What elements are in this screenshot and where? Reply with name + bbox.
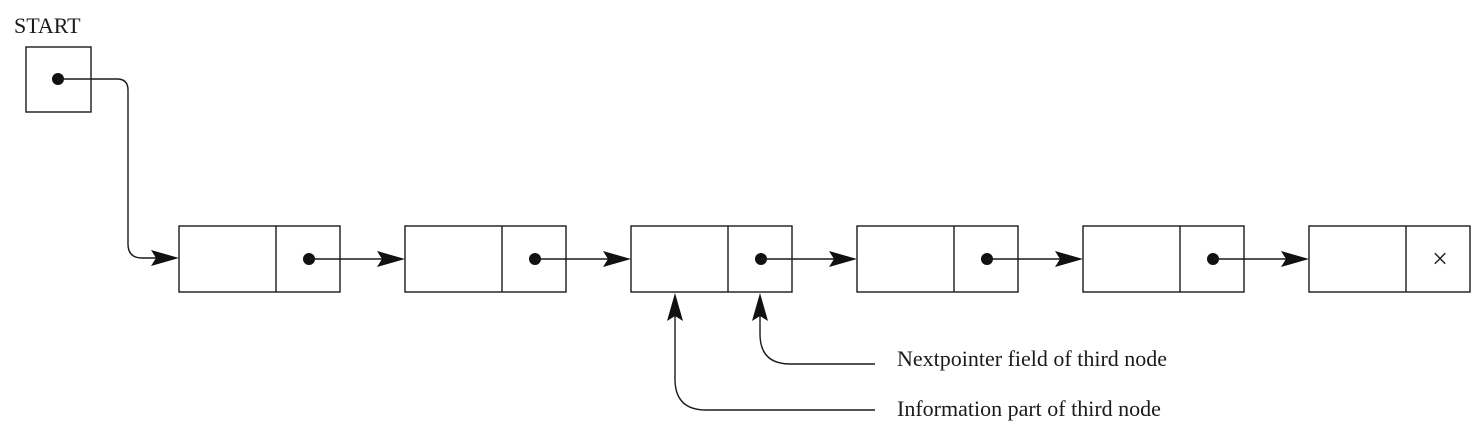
information-annotation-label: Information part of third node [897,396,1161,421]
nextpointer-annotation-label: Nextpointer field of third node [897,346,1167,371]
node-4-link-arrowhead [1055,251,1083,267]
nextpointer-annotation-line [759,314,875,365]
node-5-link-arrowhead [1281,251,1309,267]
nodes-layer [178,225,1471,293]
node-6 [1308,225,1471,293]
information-annotation-arrowhead [667,293,683,321]
node-3-link-arrowhead [829,251,857,267]
null-pointer-mark: × [1432,244,1448,275]
node-1-link-arrowhead [377,251,405,267]
start-link-arrowhead [151,250,179,266]
nextpointer-annotation-arrowhead [752,293,768,321]
start-link-line [58,78,160,259]
node-2-link-arrowhead [603,251,631,267]
start-label: START [14,13,81,38]
information-annotation-line [674,314,875,411]
